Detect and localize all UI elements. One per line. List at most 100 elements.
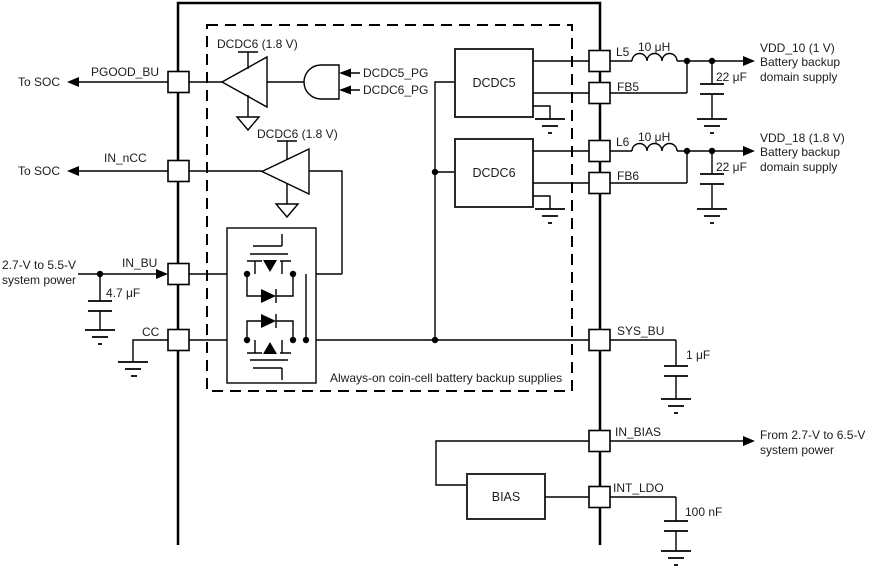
analog-ground-icon [274, 203, 300, 219]
vdd18-net [610, 142, 755, 224]
sys-power-src-line1: 2.7-V to 5.5-V [2, 258, 76, 272]
vdd10-line3: domain supply [760, 70, 837, 84]
pin-in-bu [167, 262, 190, 286]
arrow-right-icon [743, 146, 755, 156]
sys-bu-net [610, 339, 691, 414]
cc-net [118, 339, 168, 377]
ground-icon [535, 208, 565, 224]
fb6-label: FB6 [617, 169, 639, 183]
int-ldo-net [610, 496, 691, 566]
supply-rail-icon [238, 51, 258, 69]
cap-22u-label-2: 22 μF [716, 160, 747, 174]
to-soc-label-1: To SOC [18, 75, 60, 89]
buffer1 [220, 51, 268, 132]
dcdc5-block [454, 48, 589, 134]
and-in2-label: DCDC6_PG [363, 83, 428, 97]
in-bu-net [78, 269, 168, 345]
pin-l5 [588, 49, 611, 73]
dcdc5-label: DCDC5 [472, 76, 515, 90]
l6-label: L6 [616, 135, 630, 149]
in-ncc-label: IN_nCC [104, 151, 147, 165]
supply-rail-icon [277, 140, 297, 159]
to-soc-label-2: To SOC [18, 164, 60, 178]
dashed-region-note: Always-on coin-cell battery backup suppl… [330, 371, 562, 385]
and-gate [303, 64, 360, 100]
arrow-left-icon [339, 85, 351, 95]
pin-in-ncc [167, 159, 190, 183]
bias-label: BIAS [492, 490, 521, 504]
arrow-right-icon [743, 436, 755, 446]
pin-fb6 [588, 171, 611, 195]
int-ldo-label: INT_LDO [613, 481, 664, 495]
vdd18-name: VDD_18 (1.8 V) [760, 131, 845, 145]
ground-icon [697, 208, 727, 224]
in-ncc-net [67, 166, 343, 274]
diode-icon [246, 314, 294, 340]
pin-fb5 [588, 81, 611, 105]
vdd18-line2: Battery backup [760, 145, 840, 159]
vdd18-line3: domain supply [760, 160, 837, 174]
pgood-bu-label: PGOOD_BU [91, 65, 159, 79]
sys-bu-label: SYS_BU [617, 324, 664, 338]
ground-icon [118, 361, 148, 377]
arrow-left-icon [67, 77, 79, 87]
inductor-icon [631, 52, 678, 62]
buffer2 [260, 140, 310, 219]
pgood-bu-net [67, 77, 304, 87]
mosfet-top-icon [247, 234, 291, 274]
vdd10-name: VDD_10 (1 V) [760, 41, 835, 55]
l6-inductor-label: 10 μH [638, 130, 670, 144]
l5-inductor-label: 10 μH [638, 40, 670, 54]
capacitor-icon [88, 300, 112, 312]
sys-power-src-line2: system power [2, 273, 76, 287]
ground-icon [85, 329, 115, 345]
in-bias-label: IN_BIAS [615, 425, 661, 439]
inductor-icon [631, 142, 678, 152]
pin-pgood-bu [167, 70, 190, 94]
arrow-left-icon [339, 68, 351, 78]
ground-icon [697, 118, 727, 134]
capacitor-icon [700, 83, 724, 95]
cap-4u7-label: 4.7 μF [106, 286, 140, 300]
vdd10-line2: Battery backup [760, 55, 840, 69]
in-bu-label: IN_BU [122, 256, 157, 270]
arrow-right-icon [156, 269, 168, 279]
capacitor-icon [664, 365, 688, 377]
pin-l6 [588, 139, 611, 163]
buf2-supply-label: DCDC6 (1.8 V) [257, 127, 338, 141]
ground-icon [535, 118, 565, 134]
ground-icon [661, 550, 691, 566]
fb5-label: FB5 [617, 80, 639, 94]
capacitor-icon [664, 520, 688, 532]
pin-in-bias [588, 429, 611, 453]
cap-1u-label: 1 μF [686, 348, 710, 362]
from-sys-power-line2: system power [760, 443, 834, 457]
ground-icon [661, 398, 691, 414]
analog-ground-icon [235, 116, 261, 132]
pin-cc [167, 328, 190, 352]
diode-icon [246, 274, 294, 303]
in-bias-net [435, 436, 755, 486]
junction-dots [96, 57, 716, 344]
from-sys-power-line1: From 2.7-V to 6.5-V [760, 428, 865, 442]
arrow-right-icon [743, 56, 755, 66]
pin-int-ldo [588, 485, 611, 509]
cap-100n-label: 100 nF [685, 505, 722, 519]
capacitor-icon [700, 173, 724, 185]
and-in1-label: DCDC5_PG [363, 66, 428, 80]
dcdc-feed [434, 81, 455, 340]
power-mux [226, 227, 317, 384]
dcdc6-label: DCDC6 [472, 166, 515, 180]
arrow-left-icon [67, 166, 79, 176]
buffer-icon [220, 55, 268, 109]
pins [167, 49, 611, 509]
buffer-icon [260, 147, 310, 196]
cap-22u-label-1: 22 μF [716, 70, 747, 84]
pin-sys-bu [588, 328, 611, 352]
dashed-region [206, 24, 573, 392]
bias-block [466, 473, 589, 520]
dcdc6-block [454, 138, 589, 224]
cc-label: CC [142, 325, 160, 339]
mosfet-bottom-icon [247, 340, 291, 380]
